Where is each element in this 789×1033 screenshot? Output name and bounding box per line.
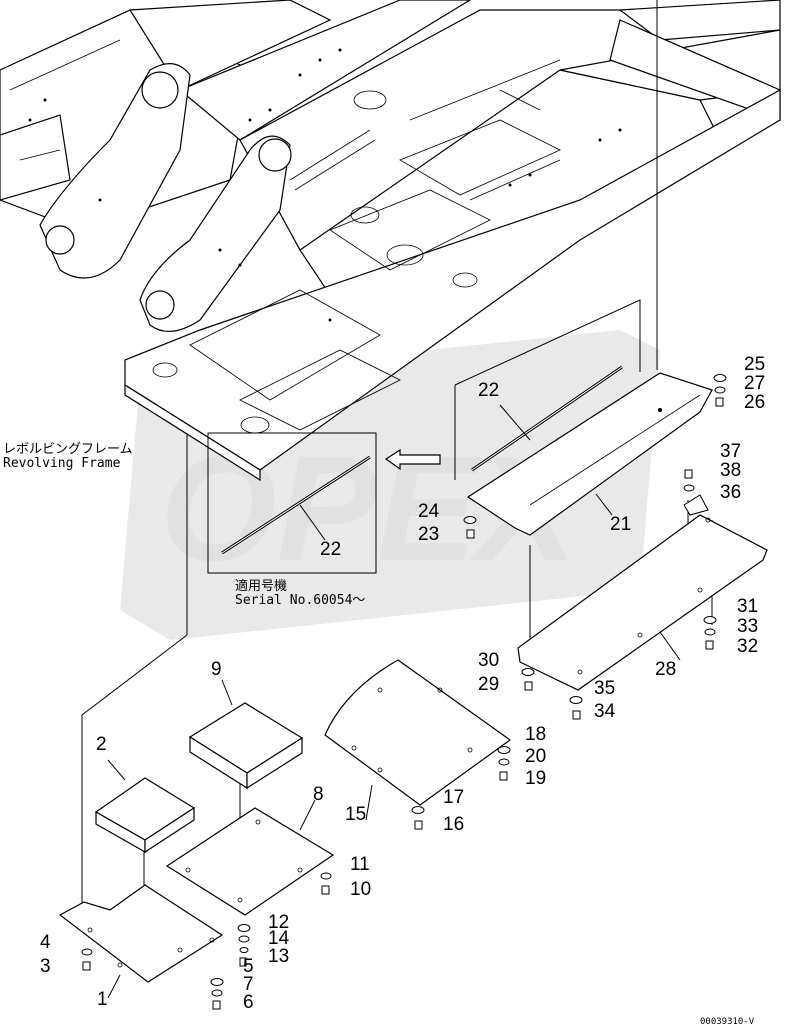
frame-label: レボルビングフレーム Revolving Frame <box>3 442 133 471</box>
callout-4: 4 <box>40 932 51 953</box>
part-28-cover <box>517 514 768 691</box>
callout-18: 18 <box>525 724 546 745</box>
callout-2: 2 <box>96 734 107 755</box>
callout-7: 7 <box>243 974 254 995</box>
callout-12: 12 <box>268 912 289 933</box>
drawing-code: 00039310-V <box>700 1017 755 1027</box>
callout-25: 25 <box>744 354 765 375</box>
callout-13: 13 <box>268 946 289 967</box>
rail-assembly <box>454 299 713 536</box>
callout-37: 37 <box>720 441 741 462</box>
callout-6: 6 <box>243 992 254 1013</box>
callout-23: 23 <box>418 524 439 545</box>
callout-17: 17 <box>443 787 464 808</box>
callout-26: 26 <box>744 392 765 413</box>
callout-16: 16 <box>443 814 464 835</box>
callout-22-inset: 22 <box>320 539 341 560</box>
revolving-frame-drawing <box>0 0 781 482</box>
callout-36: 36 <box>720 482 741 503</box>
callout-31: 31 <box>737 596 758 617</box>
inset-arrow-icon <box>384 448 441 471</box>
callout-19: 19 <box>525 768 546 789</box>
callout-22: 22 <box>478 380 499 401</box>
callout-27: 27 <box>744 373 765 394</box>
callout-14: 14 <box>268 928 290 949</box>
callout-5: 5 <box>243 956 254 977</box>
callout-8: 8 <box>313 784 324 805</box>
part-8-plate <box>165 799 335 916</box>
callout-35: 35 <box>594 678 615 699</box>
callout-24: 24 <box>418 501 440 522</box>
callout-1: 1 <box>97 989 108 1010</box>
callout-10: 10 <box>350 879 371 900</box>
callout-3: 3 <box>40 956 51 977</box>
callout-20: 20 <box>525 746 546 767</box>
callout-11: 11 <box>350 854 370 875</box>
part-1-plate <box>58 884 224 999</box>
inset-label-en: Serial No.60054～ <box>235 593 365 608</box>
callout-28: 28 <box>655 659 676 680</box>
callout-32: 32 <box>737 636 758 657</box>
callout-30: 30 <box>478 650 499 671</box>
inset-label-jp: 適用号機 <box>235 578 287 594</box>
callout-9: 9 <box>211 659 222 680</box>
frame-label-jp: レボルビングフレーム <box>3 442 133 457</box>
inset-label: 適用号機 Serial No.60054～ <box>235 578 365 608</box>
callout-33: 33 <box>737 616 758 637</box>
callout-15: 15 <box>345 804 366 825</box>
part-15-cover <box>324 659 512 821</box>
callout-34: 34 <box>594 701 616 722</box>
callout-numbers: 1 2 3 4 5 6 7 8 9 10 11 12 13 14 15 16 1… <box>40 354 765 1013</box>
frame-label-en: Revolving Frame <box>3 456 121 471</box>
callout-29: 29 <box>478 674 499 695</box>
part-2-block <box>94 759 196 854</box>
part-9-block <box>188 679 304 790</box>
callout-21: 21 <box>610 514 631 535</box>
serial-inset <box>207 432 441 574</box>
callout-38: 38 <box>720 460 741 481</box>
fasteners <box>81 374 727 1010</box>
